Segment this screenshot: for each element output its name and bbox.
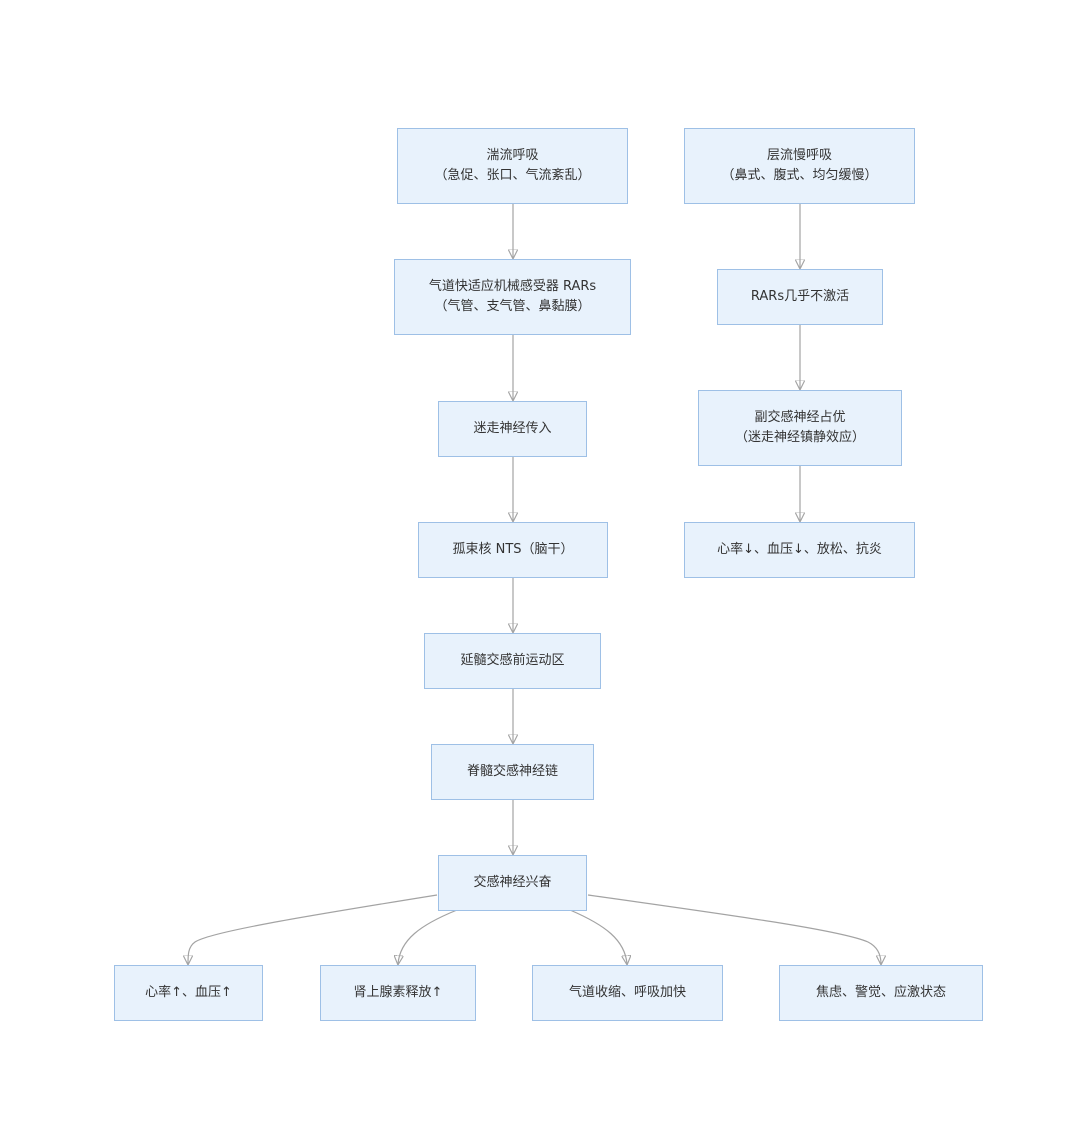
node-parasympathetic: 副交感神经占优 （迷走神经镇静效应） xyxy=(698,390,902,466)
node-hr-bp-down: 心率↓、血压↓、放松、抗炎 xyxy=(684,522,915,578)
node-anxiety: 焦虑、警觉、应激状态 xyxy=(779,965,983,1021)
node-sympathetic-excitation: 交感神经兴奋 xyxy=(438,855,587,911)
node-rars: 气道快适应机械感受器 RARs （气管、支气管、鼻黏膜） xyxy=(394,259,631,335)
edge-sympathetic-to-hr-bp-up xyxy=(188,894,438,964)
node-label: 延髓交感前运动区 xyxy=(460,653,565,668)
node-nts: 孤束核 NTS（脑干） xyxy=(418,522,608,578)
node-rars-inactive: RARs几乎不激活 xyxy=(717,269,883,325)
node-label: 心率↓、血压↓、放松、抗炎 xyxy=(717,542,882,557)
node-label: 迷走神经传入 xyxy=(473,421,552,436)
node-sublabel: （气管、支气管、鼻黏膜） xyxy=(434,299,591,314)
node-hr-bp-up: 心率↑、血压↑ xyxy=(114,965,263,1021)
node-adrenaline: 肾上腺素释放↑ xyxy=(320,965,476,1021)
node-label: 心率↑、血压↑ xyxy=(145,985,232,1000)
node-label: 副交感神经占优 xyxy=(754,410,846,425)
node-label: 孤束核 NTS（脑干） xyxy=(452,542,574,557)
node-label: 交感神经兴奋 xyxy=(473,875,552,890)
node-vagus-afferent: 迷走神经传入 xyxy=(438,401,587,457)
node-label: 脊髓交感神经链 xyxy=(466,764,558,779)
node-label: 气道收缩、呼吸加快 xyxy=(568,985,686,1000)
node-laminar-breathing: 层流慢呼吸 （鼻式、腹式、均匀缓慢） xyxy=(684,128,915,204)
edge-sympathetic-to-adrenaline xyxy=(398,909,458,964)
edge-sympathetic-to-anxiety xyxy=(587,894,881,964)
node-label: 气道快适应机械感受器 RARs xyxy=(428,279,597,294)
node-airway-constriction: 气道收缩、呼吸加快 xyxy=(532,965,723,1021)
edge-sympathetic-to-airway xyxy=(569,909,627,964)
node-spinal-chain: 脊髓交感神经链 xyxy=(431,744,594,800)
node-sublabel: （鼻式、腹式、均匀缓慢） xyxy=(721,168,878,183)
node-medulla: 延髓交感前运动区 xyxy=(424,633,601,689)
node-sublabel: （迷走神经镇静效应） xyxy=(734,430,865,445)
node-label: RARs几乎不激活 xyxy=(750,289,850,304)
node-label: 肾上腺素释放↑ xyxy=(353,985,443,1000)
node-sublabel: （急促、张口、气流紊乱） xyxy=(434,168,591,183)
node-label: 层流慢呼吸 xyxy=(766,148,832,163)
node-label: 湍流呼吸 xyxy=(486,148,539,163)
node-turbulent-breathing: 湍流呼吸 （急促、张口、气流紊乱） xyxy=(397,128,628,204)
node-label: 焦虑、警觉、应激状态 xyxy=(815,985,946,1000)
